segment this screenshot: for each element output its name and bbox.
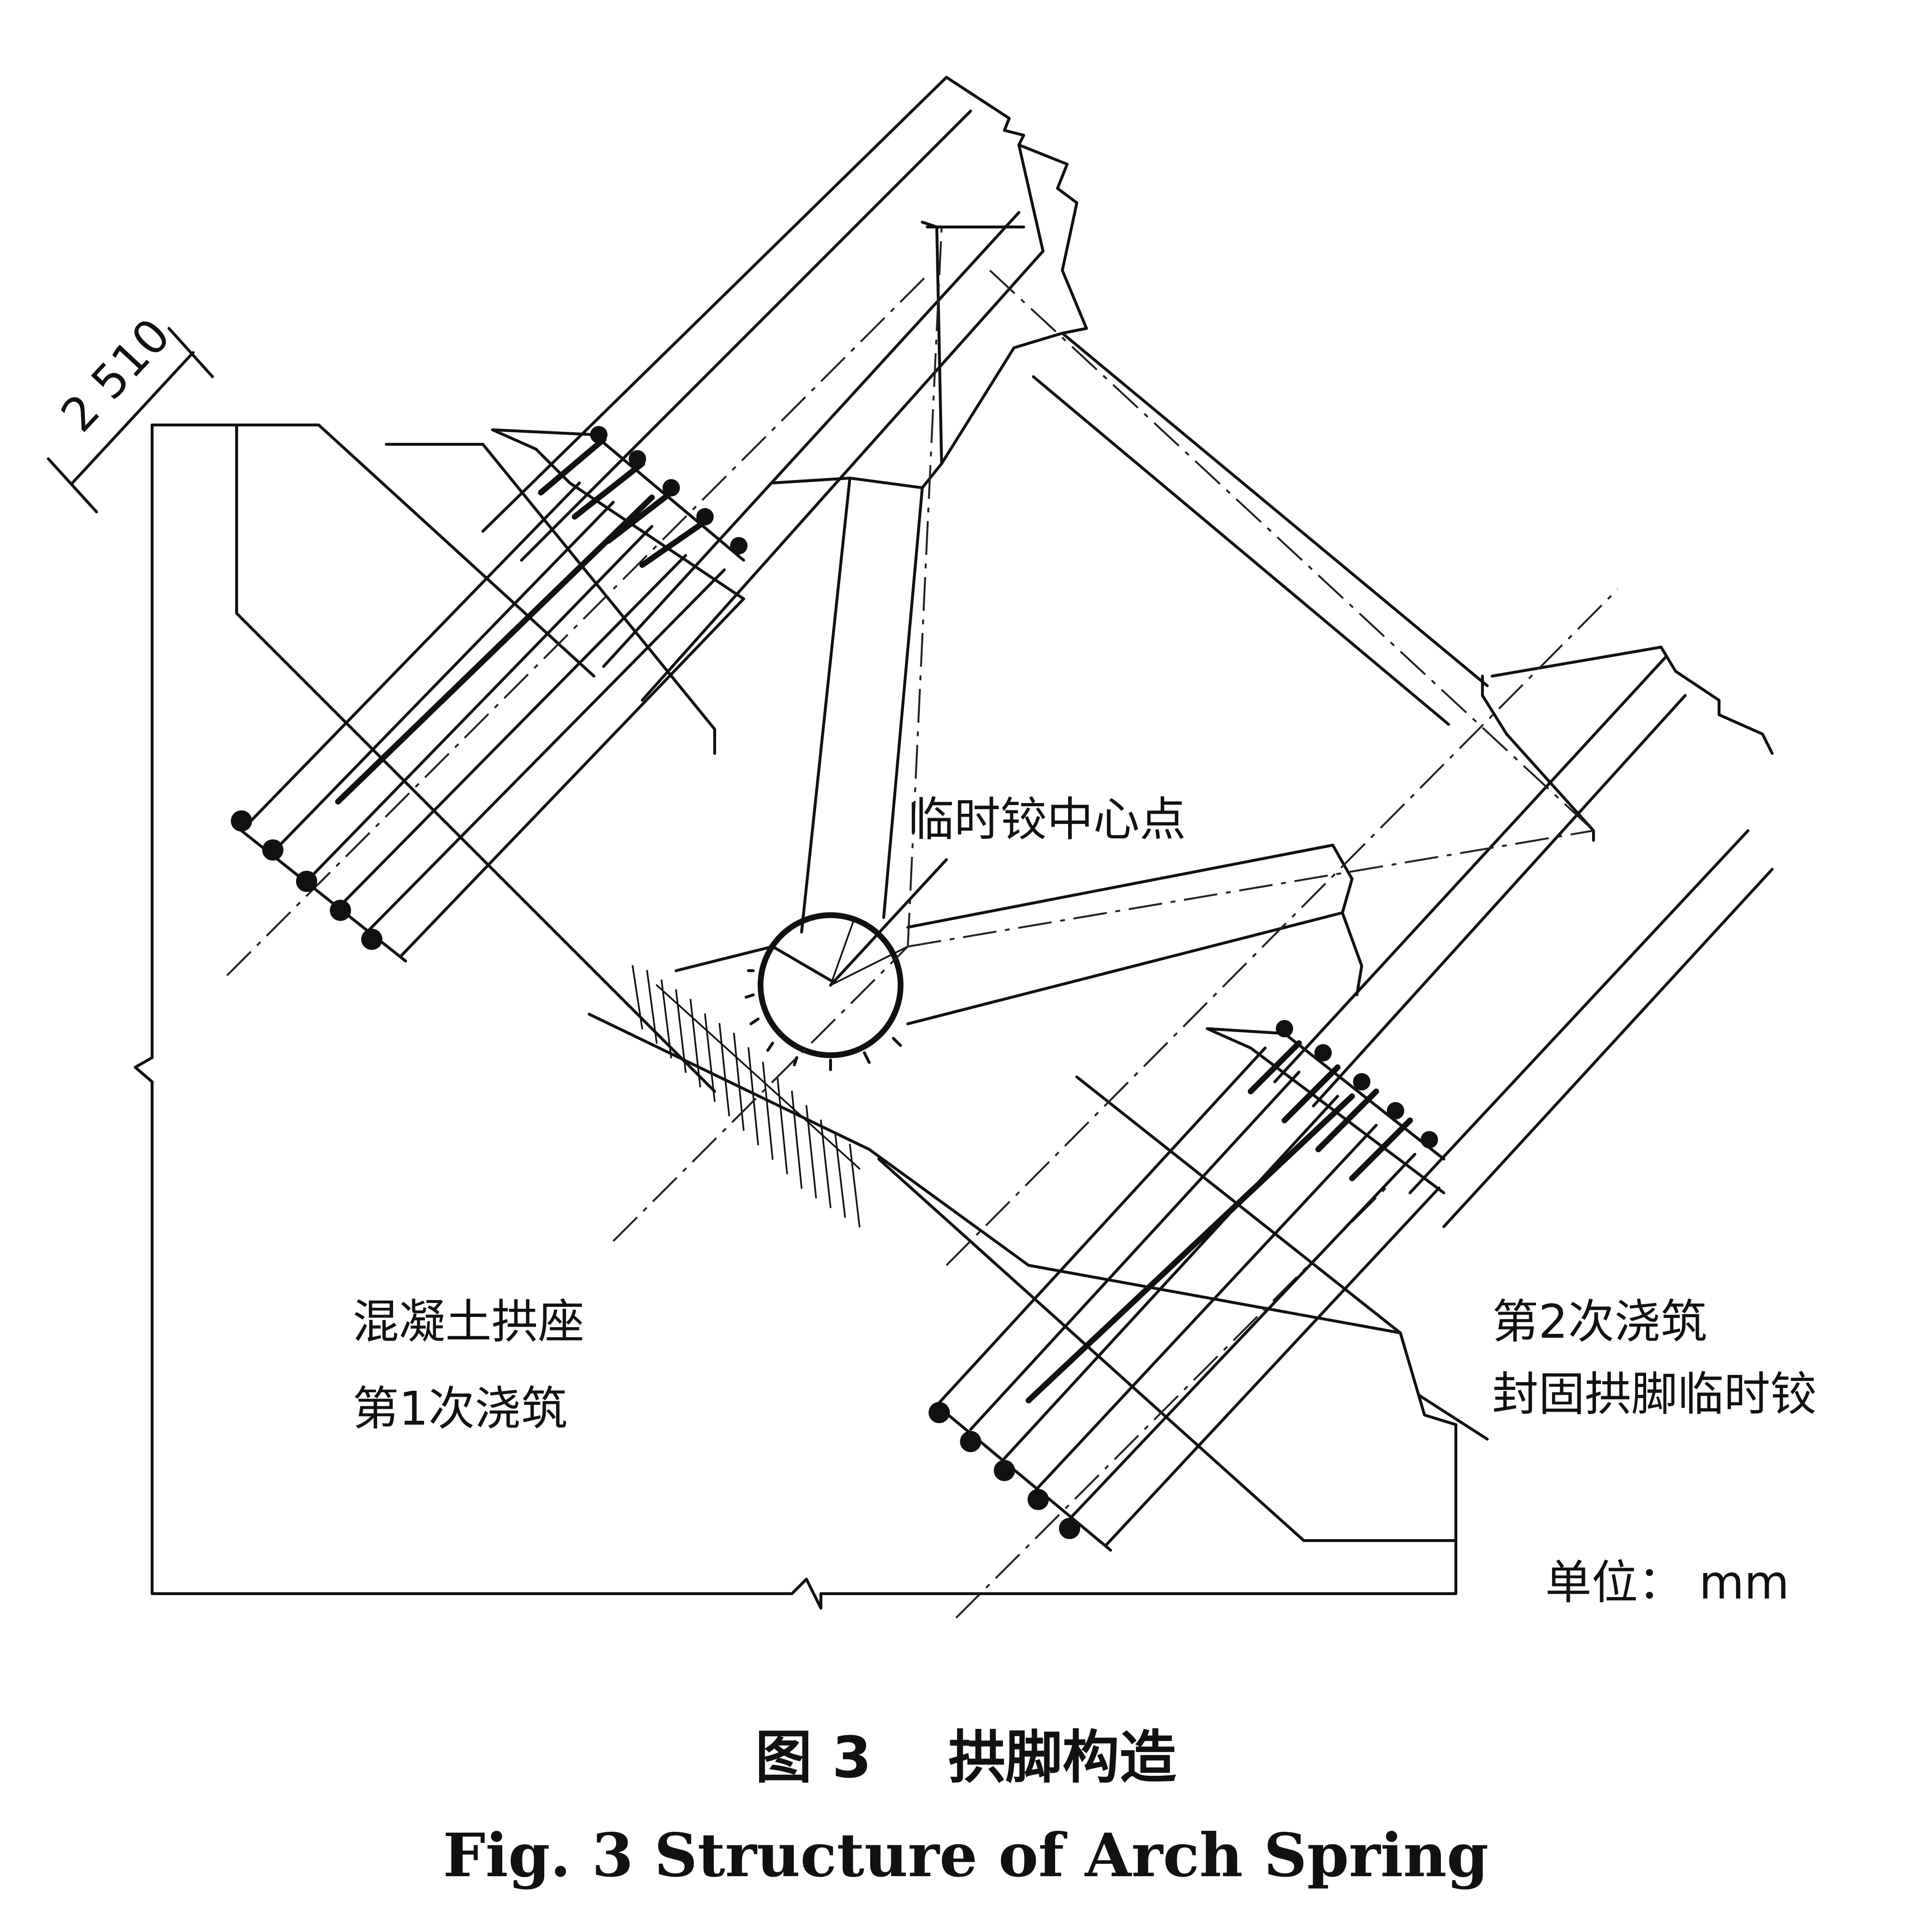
centre-lines	[226, 226, 1619, 1619]
arch-rib-upper-left	[481, 76, 1088, 702]
second-pour-block	[385, 443, 1457, 1542]
caption-chinese: 图 3 拱脚构造	[755, 1724, 1176, 1791]
lower-diagonal-brace	[906, 844, 1363, 1025]
concrete-abutment-outline	[134, 424, 1457, 1610]
second-pour-label-line1: 第2次浇筑	[1492, 1295, 1707, 1349]
abutment-label-line2: 第1次浇筑	[353, 1382, 567, 1436]
left-anchor-assembly	[231, 426, 747, 962]
cross-member-upper	[940, 327, 1489, 726]
leader-lines	[829, 858, 1489, 1441]
arch-rib-lower-right	[1273, 646, 1774, 1228]
temporary-hinge	[745, 912, 909, 1071]
abutment-label-line1: 混凝土拱座	[353, 1295, 584, 1349]
hatching	[632, 965, 860, 1228]
hinge-center-label: 临时铰中心点	[908, 792, 1186, 847]
unit-label: 单位： mm	[1545, 1556, 1790, 1610]
right-anchor-assembly	[929, 1020, 1445, 1552]
dimension-text: 2 510	[51, 308, 181, 442]
dimension-2510: 2 510	[47, 308, 214, 513]
vertical-brace	[771, 221, 943, 934]
caption-english: Fig. 3 Structure of Arch Spring	[443, 1821, 1488, 1891]
second-pour-label-line2: 封固拱脚临时铰	[1492, 1367, 1817, 1421]
